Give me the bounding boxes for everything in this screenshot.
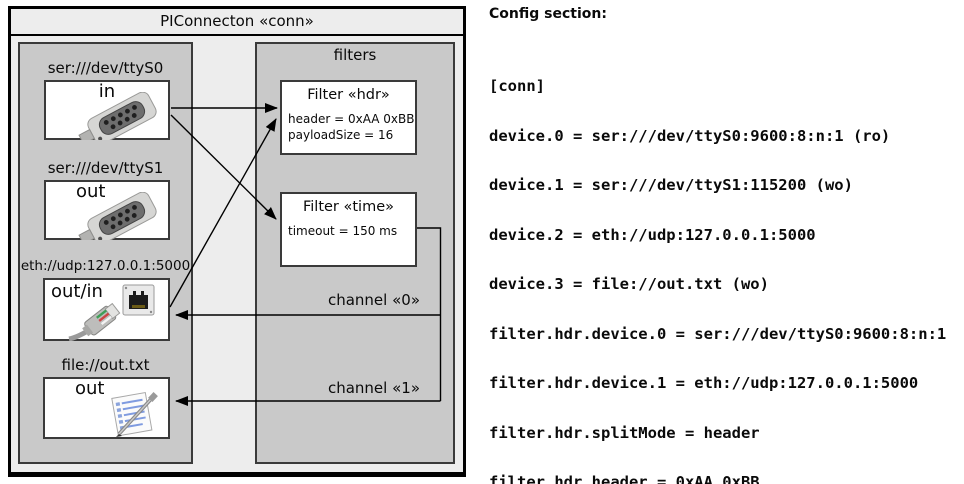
filter-hdr-title: Filter «hdr»: [307, 87, 390, 103]
config-line: filter.hdr.device.1 = eth://udp:127.0.0.…: [489, 374, 919, 392]
config-line: filter.hdr.header = 0xAA 0xBB: [489, 473, 760, 484]
device-box-ttys1: out: [44, 180, 170, 240]
filter-hdr-box: Filter «hdr» header = 0xAA 0xBB payloadS…: [280, 80, 417, 155]
config-listing: [conn] device.0 = ser:///dev/ttyS0:9600:…: [489, 45, 956, 484]
filter-hdr-prop-payloadsize: payloadSize = 16: [288, 128, 394, 142]
device-url-ttys0: ser:///dev/ttyS0: [47, 59, 164, 77]
device-url-ttys1: ser:///dev/ttyS1: [47, 159, 164, 177]
serial-connector-icon: [78, 92, 157, 140]
device-mode-label: in: [98, 81, 116, 102]
device-mode-label: out: [75, 378, 105, 399]
device-box-file: out: [43, 377, 170, 439]
device-box-ttys0: in: [44, 80, 170, 140]
filter-hdr-prop-header: header = 0xAA 0xBB: [288, 112, 415, 126]
notepad-icon: [111, 391, 158, 437]
diagram-title: PIConnecton «conn»: [11, 9, 463, 36]
channel-1-label: channel «1»: [327, 379, 420, 397]
filter-time-box: Filter «time» timeout = 150 ms: [280, 192, 417, 267]
config-heading: Config section:: [489, 6, 607, 22]
serial-connector-icon: [78, 192, 157, 240]
config-line: device.3 = file://out.txt (wo): [489, 275, 769, 293]
device-url-file: file://out.txt: [61, 356, 150, 374]
filter-time-title: Filter «time»: [302, 199, 395, 215]
ethernet-cable-icon: [68, 302, 121, 341]
device-url-eth: eth://udp:127.0.0.1:5000: [20, 258, 191, 274]
config-line: [conn]: [489, 77, 545, 95]
config-line: device.0 = ser:///dev/ttyS0:9600:8:n:1 (…: [489, 126, 891, 145]
ethernet-jack-icon: [122, 284, 155, 316]
device-mode-label: out: [76, 181, 106, 202]
device-box-eth: out/in: [43, 278, 170, 341]
config-line: filter.hdr.splitMode = header: [489, 423, 760, 442]
config-line: device.1 = ser:///dev/ttyS1:115200 (wo): [489, 176, 853, 194]
filters-panel-title: filters: [333, 46, 377, 64]
config-line: device.2 = eth://udp:127.0.0.1:5000: [489, 225, 816, 244]
channel-0-label: channel «0»: [327, 291, 420, 309]
device-mode-label: out/in: [51, 281, 103, 302]
filter-time-prop-timeout: timeout = 150 ms: [288, 224, 398, 238]
config-line: filter.hdr.device.0 = ser:///dev/ttyS0:9…: [489, 324, 947, 343]
